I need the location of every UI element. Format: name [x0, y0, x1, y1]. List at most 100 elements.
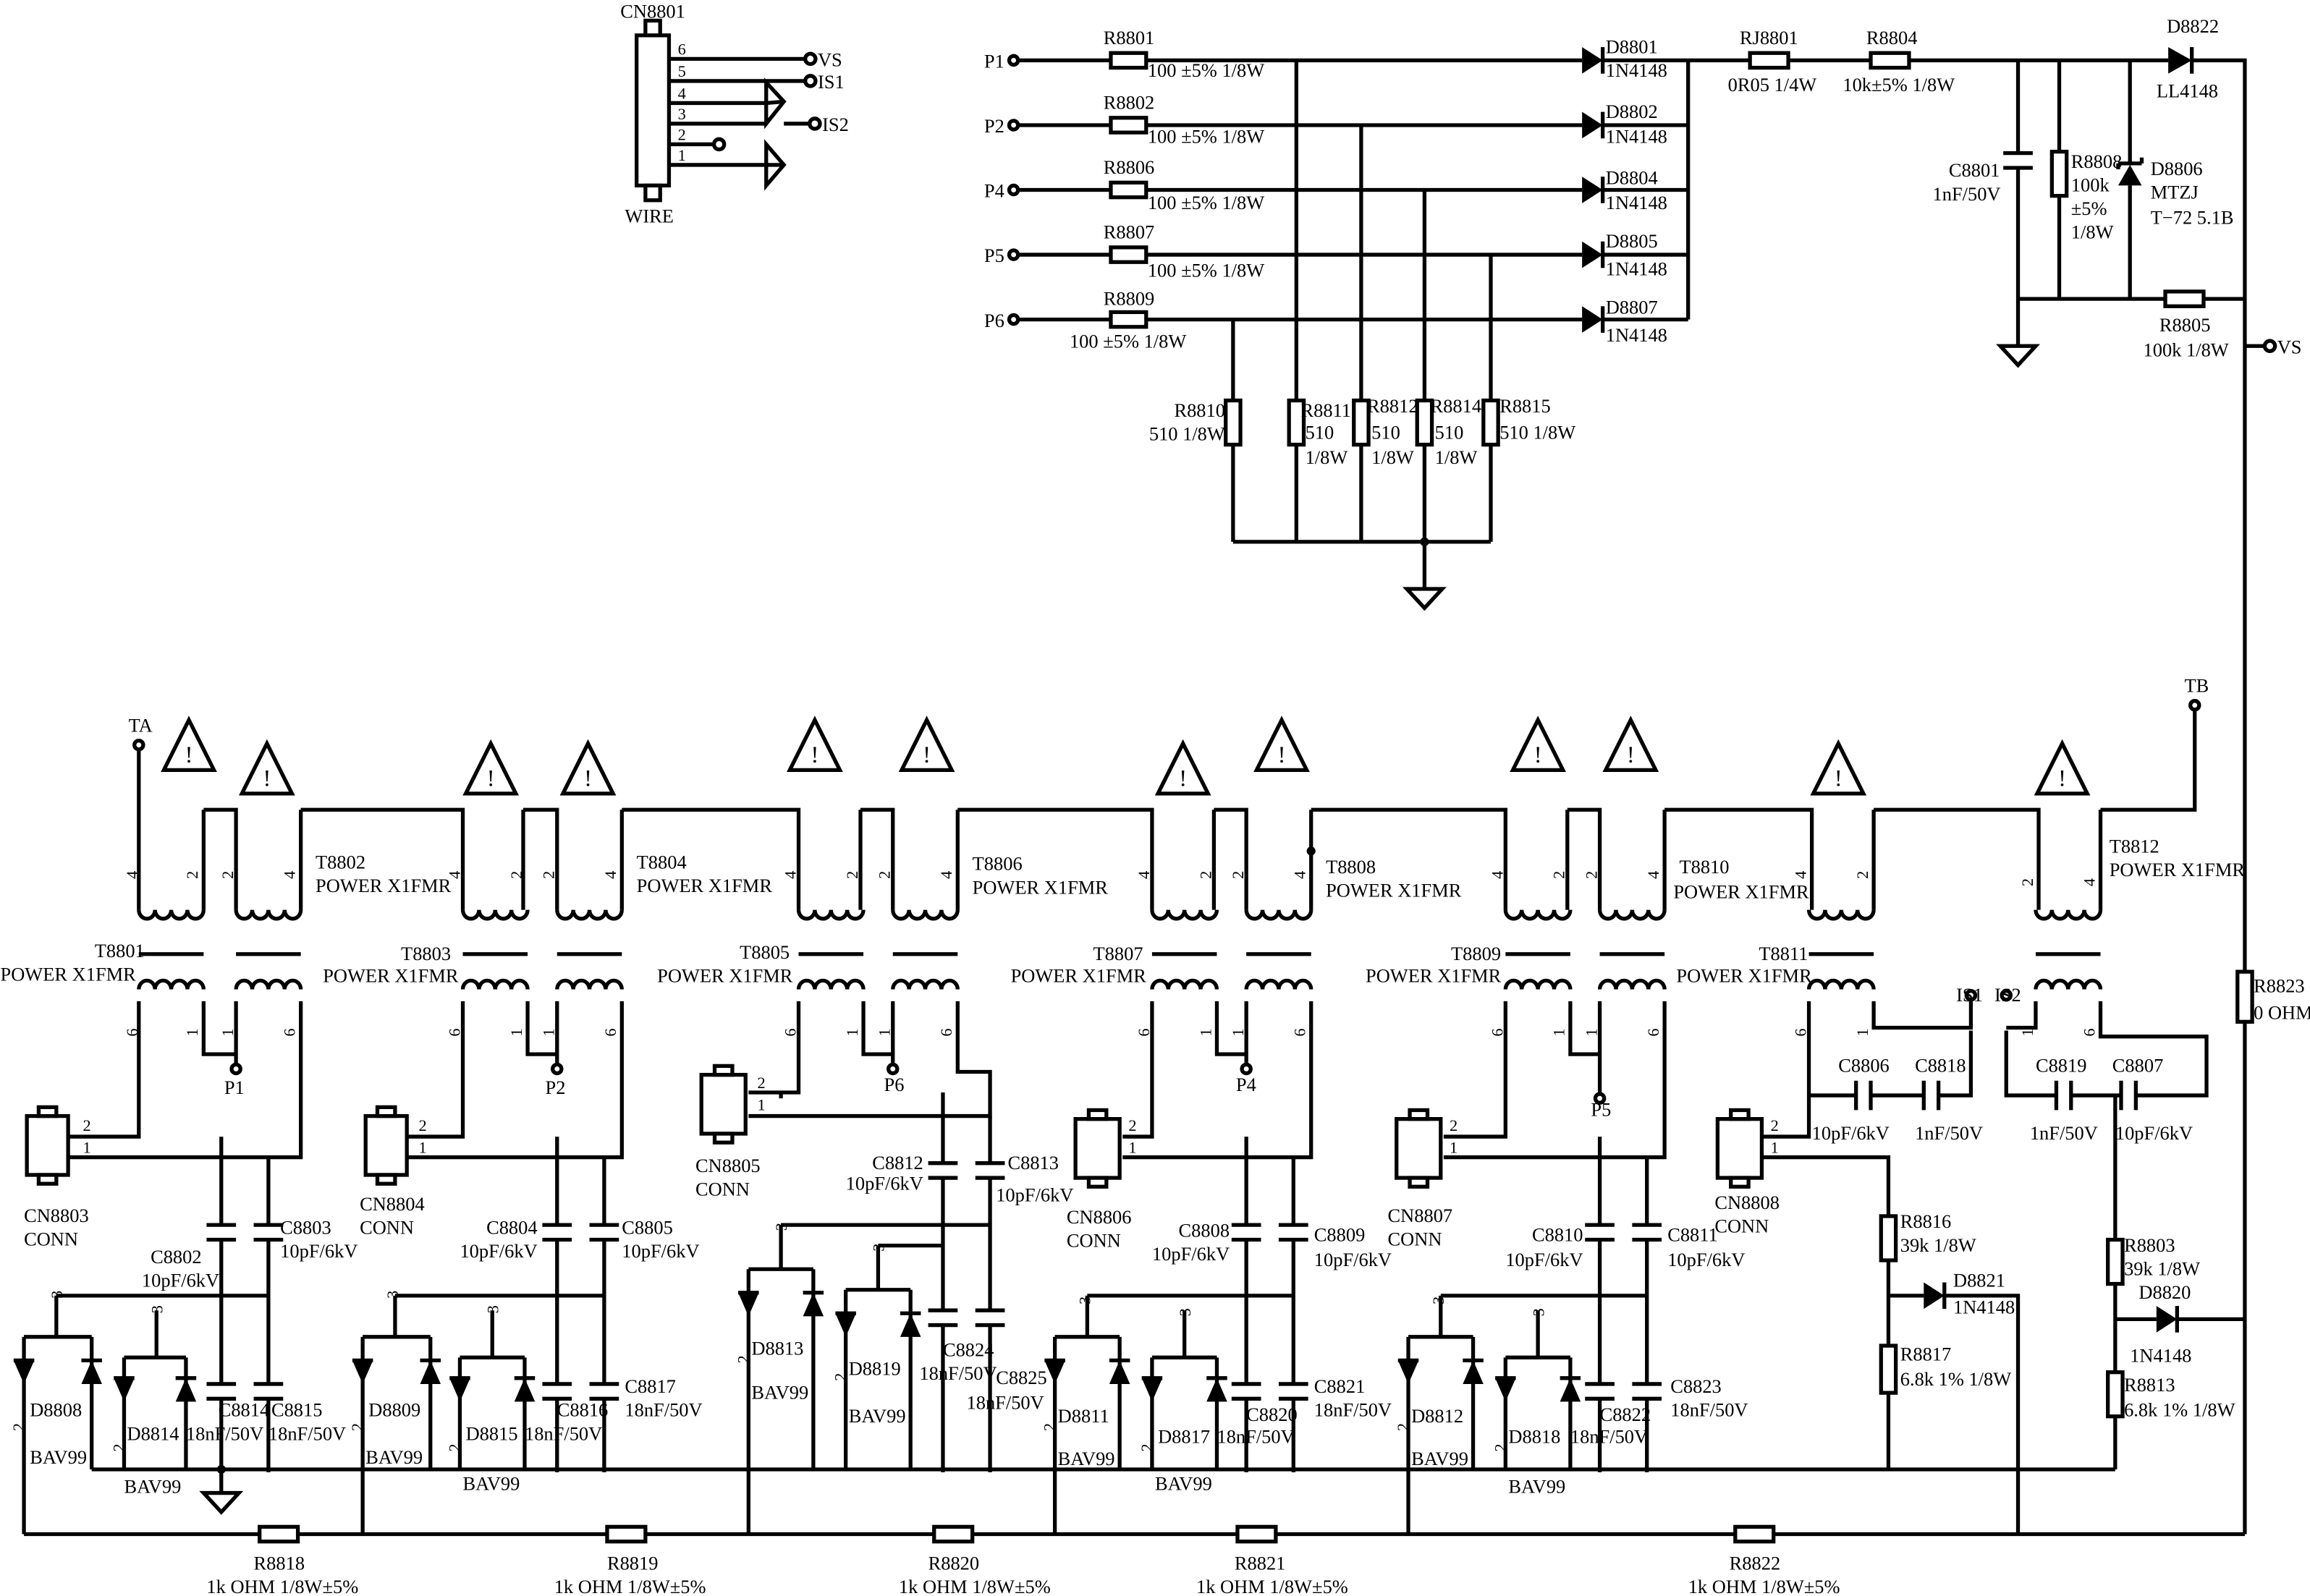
pin-number: 1: [183, 1028, 201, 1036]
c8821-val: 18nF/50V: [1314, 1399, 1392, 1421]
r8816-ref: R8816: [1900, 1210, 1952, 1232]
diode-icon: [420, 1358, 441, 1384]
warning-icon: !: [559, 739, 617, 796]
r8804-ref: R8804: [1866, 27, 1918, 48]
t8812-ref: T8812: [2110, 835, 2159, 857]
r8809-val: 100 ±5% 1/8W: [1070, 330, 1186, 352]
cn8801-type: WIRE: [625, 205, 674, 226]
t8809-ref: T8809: [1451, 943, 1501, 964]
c8802-ref: C8802: [151, 1246, 202, 1268]
conn-pin: 2: [1771, 1116, 1779, 1134]
conn-pin: 2: [1128, 1116, 1136, 1134]
c8803-val: 10pF/6kV: [280, 1240, 358, 1262]
c8825-ref: C8825: [996, 1367, 1047, 1388]
c8814-val: 18nF/50V: [186, 1422, 263, 1444]
r8811-ref: R8811: [1300, 399, 1351, 421]
pin-number: 2: [832, 1373, 850, 1381]
pin-number: 2: [2018, 878, 2036, 886]
conn-pin: 1: [1771, 1138, 1779, 1156]
cn8801-ref: CN8801: [620, 0, 685, 22]
pin-number: 4: [1291, 871, 1309, 879]
r8815-val: 510 1/8W: [1499, 421, 1575, 443]
t8803-ref: T8803: [401, 943, 451, 964]
c8816-val: 18nF/50V: [525, 1422, 602, 1444]
net-is2-label: IS2: [822, 114, 849, 135]
d8821-ref: D8821: [1953, 1270, 2005, 1291]
diode-icon: [1109, 1358, 1130, 1384]
r8816-val: 39k 1/8W: [1900, 1234, 1976, 1256]
pin-number: 3: [1176, 1308, 1194, 1316]
cn8803-ref: CN8803: [24, 1205, 89, 1226]
d8807-ref: D8807: [1606, 296, 1658, 318]
pin-number: 1: [1853, 1028, 1871, 1036]
c8817-val: 18nF/50V: [625, 1399, 702, 1421]
r8811-val1: 510: [1306, 421, 1334, 443]
c8816-ref: C8816: [557, 1399, 609, 1421]
cn8801-pin4: 4: [678, 84, 686, 102]
net-p1-label: P1: [224, 1077, 245, 1098]
pin-number: 4: [1644, 871, 1662, 879]
d8812-ref: D8812: [1411, 1405, 1463, 1427]
svg-text:!: !: [1179, 766, 1187, 792]
pin-number: 2: [1550, 871, 1568, 879]
d8817-ref: D8817: [1158, 1425, 1210, 1447]
pin-number: 6: [937, 1028, 955, 1036]
connector-cn8801: CN8801 WIRE 6 5 4 3 2 1 VS IS1 IS2: [620, 0, 849, 226]
c8804-ref: C8804: [486, 1216, 538, 1238]
warning-icon: !: [1253, 716, 1310, 772]
cn8806-ref: CN8806: [1067, 1206, 1132, 1228]
cn8803-type: CONN: [24, 1228, 78, 1250]
d8818-val: BAV99: [1508, 1476, 1565, 1498]
lower-labels: P1 P2 P6 P4 P5 IS1 IS2 2 1 CN8803 CONN 2…: [9, 975, 2310, 1596]
r8812-val1: 510: [1371, 421, 1400, 443]
pin-number: 6: [445, 1028, 463, 1036]
c8809-ref: C8809: [1314, 1224, 1366, 1246]
d8806-ref: D8806: [2151, 158, 2203, 179]
t8803-desc: POWER X1FMR: [323, 964, 459, 986]
c8825-val: 18nF/50V: [967, 1392, 1044, 1414]
svg-text:!: !: [1278, 742, 1286, 768]
svg-text:!: !: [1534, 742, 1542, 768]
c8805-val: 10pF/6kV: [622, 1240, 699, 1262]
pin-number: 6: [1488, 1028, 1506, 1036]
pin-number: 2: [1229, 871, 1247, 879]
net-vs-out-label: VS: [2277, 336, 2302, 357]
pin-number: 2: [219, 871, 237, 879]
pin-number: 4: [601, 871, 619, 879]
net-is2-node: IS2: [1994, 984, 2021, 1006]
r8817-val: 6.8k 1% 1/8W: [1900, 1368, 2012, 1390]
diode-icon: [1463, 1358, 1484, 1384]
c8814-ref: C8814: [219, 1399, 270, 1421]
pin-number: 2: [843, 871, 861, 879]
r8812-ref: R8812: [1367, 395, 1418, 417]
t8807-ref: T8807: [1093, 943, 1143, 964]
pin-number: 2: [507, 871, 525, 879]
r8806-ref: R8806: [1104, 156, 1155, 178]
pin-number: 2: [348, 1423, 366, 1431]
d8813-ref: D8813: [751, 1337, 803, 1359]
d8807-val: 1N4148: [1606, 324, 1667, 346]
r8804-val: 10k±5% 1/8W: [1842, 74, 1955, 95]
pin-number: 2: [1041, 1423, 1059, 1431]
net-is1-label: IS1: [818, 71, 845, 93]
diode-icon: [514, 1376, 536, 1402]
d8822-ref: D8822: [2167, 15, 2219, 37]
input-or-network: P1 R8801 100 ±5% 1/8W D8801 1N4148 P2 R8…: [984, 27, 1691, 611]
d8806-v1: MTZJ: [2151, 182, 2199, 203]
d8801-ref: D8801: [1606, 35, 1658, 57]
warning-icon: !: [787, 716, 843, 772]
r8811-val2: 1/8W: [1306, 446, 1348, 468]
rj8801-ref: RJ8801: [1740, 27, 1798, 48]
svg-text:!: !: [2058, 766, 2066, 792]
warning-icon: !: [462, 739, 520, 796]
c8813-val: 10pF/6kV: [996, 1184, 1073, 1206]
d8820-val: 1N4148: [2130, 1344, 2191, 1366]
d8819-val: BAV99: [849, 1405, 906, 1427]
c8811-val: 10pF/6kV: [1667, 1249, 1745, 1270]
diode-icon: [835, 1311, 856, 1337]
conn-pin: 2: [758, 1074, 766, 1092]
net-p5-label: P5: [1591, 1099, 1611, 1121]
d8804-ref: D8804: [1606, 166, 1658, 188]
pin-number: 3: [1529, 1308, 1547, 1316]
net-tb-label: TB: [2185, 674, 2209, 696]
